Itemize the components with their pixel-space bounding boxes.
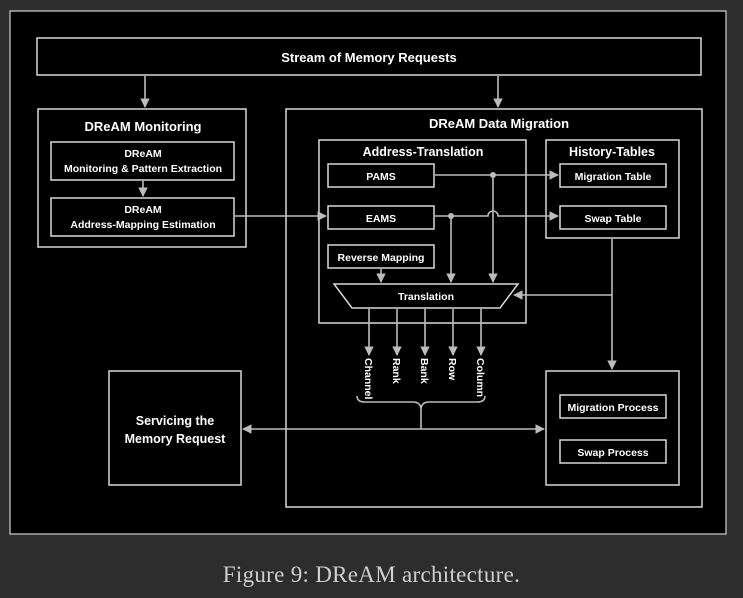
swap-process-box: Swap Process xyxy=(559,439,667,464)
migration-table-label: Migration Table xyxy=(575,171,652,183)
stream-box: Stream of Memory Requests xyxy=(36,37,702,76)
figure-caption: Figure 9: DReAM architecture. xyxy=(222,562,521,587)
estimation-line1: DReAM xyxy=(124,204,162,216)
output-label-row: Row xyxy=(446,358,458,381)
translation-outputs: Channel Rank Bank Row Column xyxy=(362,309,486,400)
output-label-bank: Bank xyxy=(418,358,430,384)
extraction-line2: Monitoring & Pattern Extraction xyxy=(64,163,222,175)
process-box xyxy=(545,370,680,486)
output-label-channel: Channel xyxy=(362,358,374,400)
migration-table-box: Migration Table xyxy=(559,163,667,188)
translation-label: Translation xyxy=(398,291,454,303)
swap-table-box: Swap Table xyxy=(559,205,667,230)
estimation-box: DReAM Address-Mapping Estimation xyxy=(50,197,235,237)
output-label-column: Column xyxy=(474,358,486,397)
stream-label: Stream of Memory Requests xyxy=(281,50,457,65)
architecture-diagram: Stream of Memory Requests DReAM Monitori… xyxy=(9,10,727,535)
translation-trapezoid: Translation xyxy=(332,283,520,309)
monitoring-title: DReAM Monitoring xyxy=(85,119,202,134)
swap-table-label: Swap Table xyxy=(585,213,642,225)
pams-label: PAMS xyxy=(366,171,396,183)
migration-title: DReAM Data Migration xyxy=(429,116,569,131)
eams-label: EAMS xyxy=(366,213,396,225)
migration-process-label: Migration Process xyxy=(567,402,658,414)
extraction-box: DReAM Monitoring & Pattern Extraction xyxy=(50,141,235,181)
servicing-line1: Servicing the xyxy=(136,414,215,428)
migration-process-box: Migration Process xyxy=(559,394,667,419)
address-translation-title: Address-Translation xyxy=(363,145,484,159)
history-tables-title: History-Tables xyxy=(569,145,655,159)
servicing-box: Servicing the Memory Request xyxy=(108,370,242,486)
pams-box: PAMS xyxy=(327,163,435,188)
reverse-mapping-label: Reverse Mapping xyxy=(338,252,425,264)
eams-box: EAMS xyxy=(327,205,435,230)
output-label-rank: Rank xyxy=(390,358,402,384)
extraction-line1: DReAM xyxy=(124,148,162,160)
swap-process-label: Swap Process xyxy=(577,447,648,459)
estimation-line2: Address-Mapping Estimation xyxy=(70,219,215,231)
servicing-line2: Memory Request xyxy=(125,432,227,446)
reverse-mapping-box: Reverse Mapping xyxy=(327,244,435,269)
